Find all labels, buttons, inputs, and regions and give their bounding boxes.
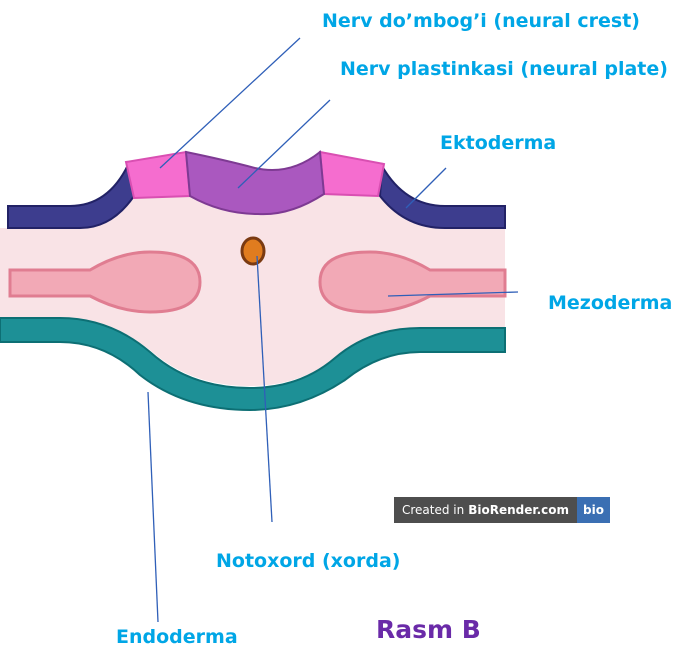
endoderm-leader-line: [148, 392, 158, 622]
ectoderm-label: Ektoderma: [440, 132, 556, 154]
mesoderm-label: Mezoderma: [548, 292, 672, 314]
ectoderm-leader-line: [406, 168, 446, 208]
biorender-watermark: Created in BioRender.com bio: [394, 497, 610, 523]
notochord: [242, 238, 264, 264]
watermark-brand: BioRender.com: [468, 503, 569, 517]
figure-caption: Rasm B: [376, 616, 481, 644]
watermark-text: Created in BioRender.com: [394, 497, 577, 523]
neural-crest-right: [320, 152, 384, 196]
neural-crest-left: [126, 152, 190, 198]
notochord-label: Notoxord (xorda): [216, 550, 400, 572]
neural-plate-label: Nerv plastinkasi (neural plate): [340, 58, 668, 80]
biorender-logo: bio: [577, 497, 610, 523]
neural-plate: [186, 152, 324, 214]
watermark-prefix: Created in: [402, 503, 464, 517]
neural-crest-label: Nerv do’mbog’i (neural crest): [322, 10, 640, 32]
endoderm-label: Endoderma: [116, 626, 238, 648]
